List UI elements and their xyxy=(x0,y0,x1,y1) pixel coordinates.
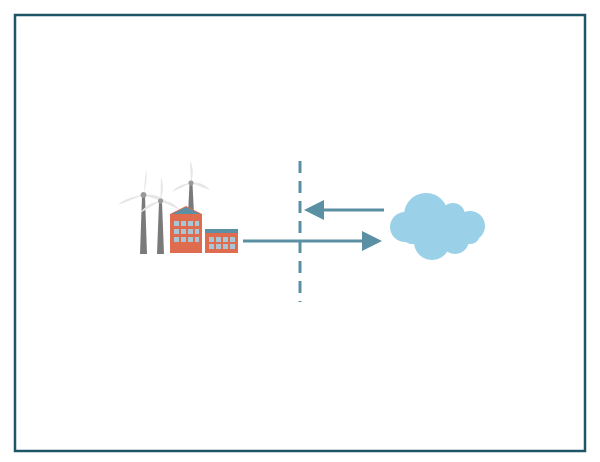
wind-turbine-icon xyxy=(118,161,210,254)
arrow-cloud-to-boundary xyxy=(304,200,384,220)
factory-icon xyxy=(170,206,238,253)
arrow-factory-to-cloud xyxy=(243,231,382,251)
wind-turbine-icon xyxy=(172,161,210,214)
wind-turbine-icon xyxy=(140,177,180,254)
cloud-icon xyxy=(390,193,485,260)
